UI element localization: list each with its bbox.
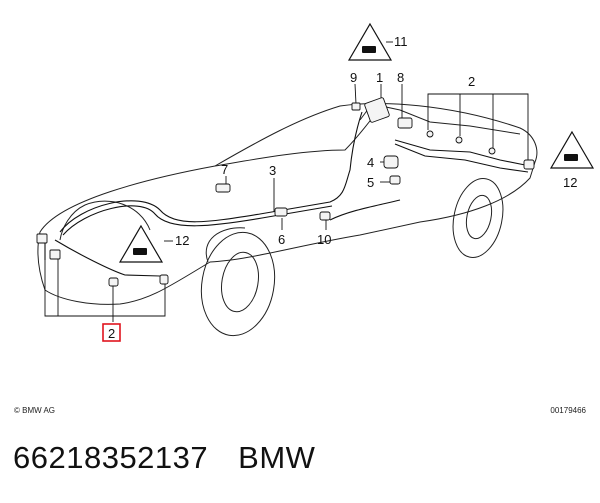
callout-12-left: 12: [175, 233, 189, 248]
brand-name: BMW: [238, 440, 316, 475]
callout-7: 7: [221, 162, 228, 177]
diagram-code: 00179466: [550, 406, 586, 415]
copyright-text: © BMW AG: [14, 406, 56, 415]
part-number-line: 66218352137 BMW: [13, 440, 315, 476]
callout-11: 11: [394, 34, 408, 49]
callout-2-top: 2: [468, 74, 475, 89]
components: [36, 97, 535, 287]
callout-8: 8: [397, 70, 404, 85]
callout-2: 2: [108, 326, 115, 341]
callout-ticks: [164, 41, 393, 242]
callout-3: 3: [269, 163, 276, 178]
part-number: 66218352137: [13, 440, 209, 475]
callout-1: 1: [376, 70, 383, 85]
wiring-harness: [44, 111, 531, 277]
highlight-box: [102, 323, 121, 342]
callout-10: 10: [317, 232, 331, 247]
car-outline: [37, 103, 538, 337]
warning-symbol-icons: [133, 46, 578, 255]
callout-6: 6: [278, 232, 285, 247]
callout-9: 9: [350, 70, 357, 85]
callout-4: 4: [367, 155, 374, 170]
parts-diagram: 1 2 2 3 4 5 6 7 8 9 10 11 12 12: [36, 22, 595, 342]
callout-12-right: 12: [563, 175, 577, 190]
callout-5: 5: [367, 175, 374, 190]
warning-triangle-icon: [118, 22, 595, 263]
callout-labels: 1 2 2 3 4 5 6 7 8 9 10 11 12 12: [102, 34, 577, 342]
leader-lines: [44, 83, 529, 322]
